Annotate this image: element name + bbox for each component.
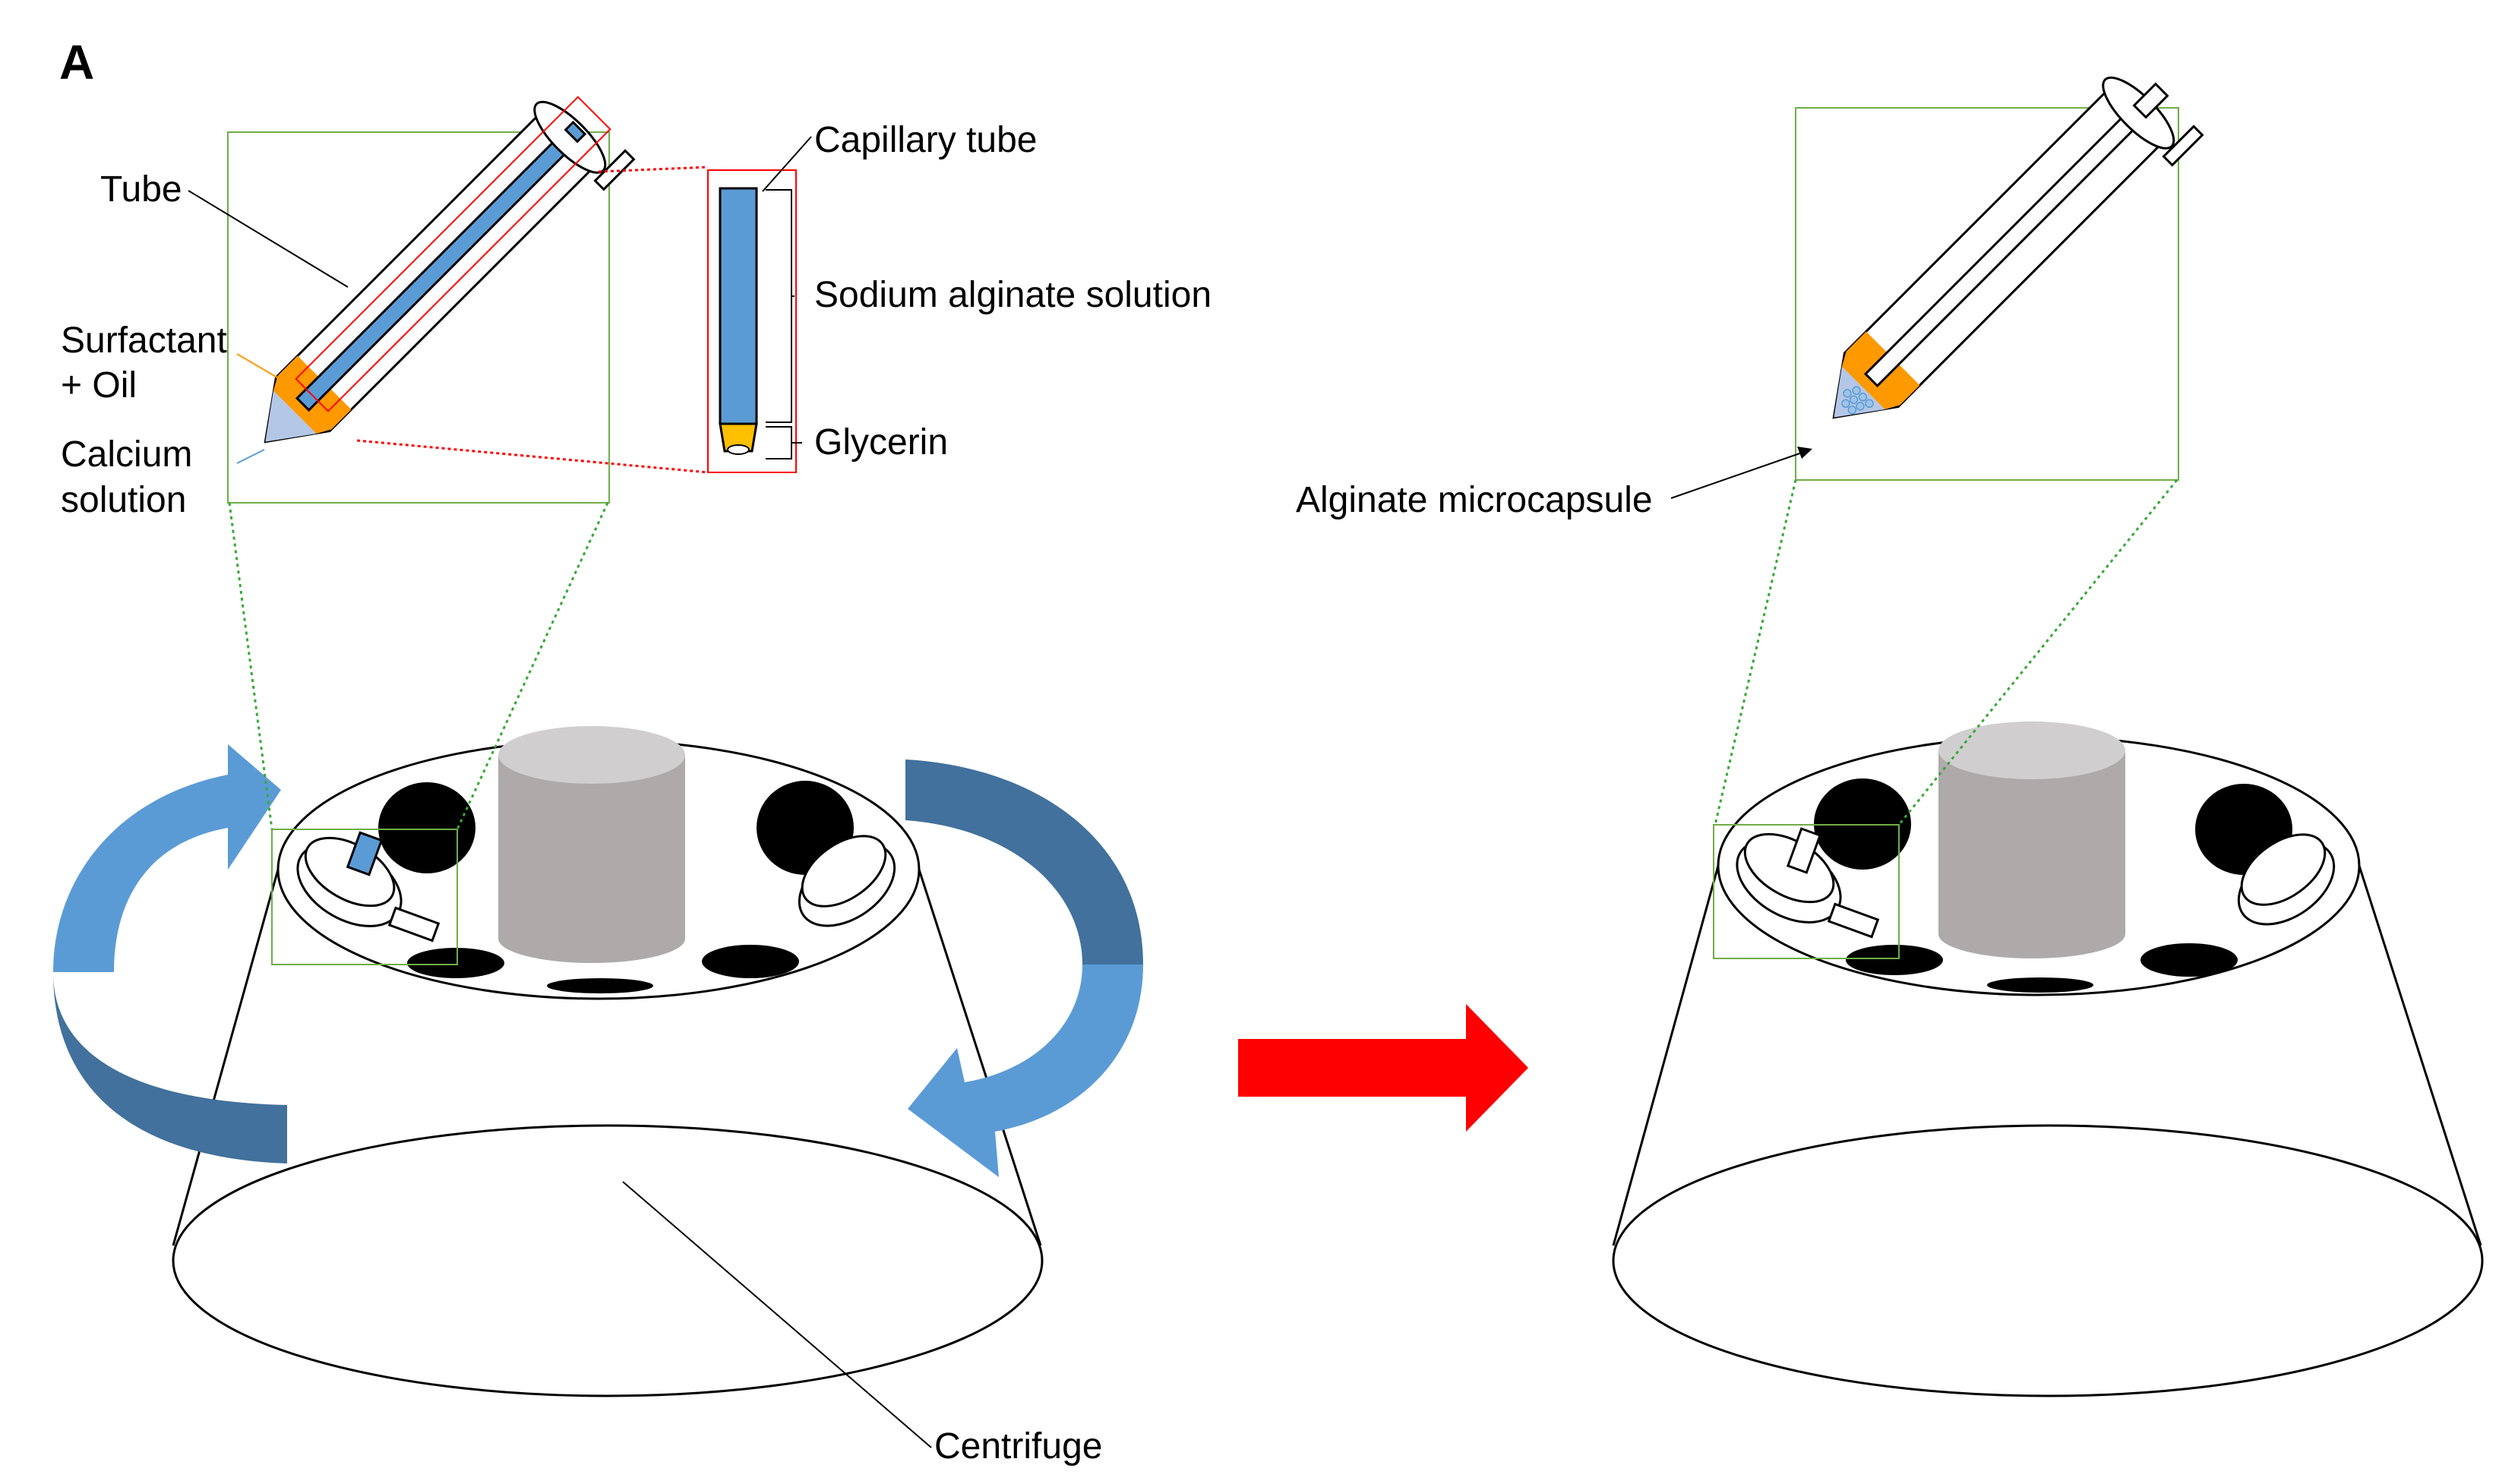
right-inset: Alginate microcapsule (1296, 76, 2204, 826)
right-centrifuge-base (1612, 1124, 2484, 1397)
capillary-detail: Capillary tube Sodium alginate solution … (707, 120, 1212, 473)
right-centrifuge-body (1612, 865, 2482, 1246)
right-rotor-hole (1987, 977, 2093, 993)
right-spindle (1938, 721, 2125, 958)
left-rotor-tube-left (296, 831, 441, 942)
right-rotor-tube-left (1736, 827, 1880, 939)
rotation-arrow-upper-right (905, 759, 1143, 965)
right-rotor-hole (2140, 943, 2238, 977)
label-surfactant: Surfactant (61, 320, 227, 361)
rotation-arrows (53, 744, 1143, 1177)
label-glycerin: Glycerin (814, 422, 948, 463)
microcapsules (1841, 386, 1874, 415)
left-rotor-zoom-box (271, 829, 458, 965)
label-sodium-alginate: Sodium alginate solution (814, 275, 1212, 315)
left-rotor-hole (407, 948, 504, 978)
left-rotor-hole (702, 945, 799, 978)
label-calcium: Calcium (61, 434, 192, 475)
label-solution: solution (61, 480, 186, 520)
label-centrifuge: Centrifuge (934, 1426, 1102, 1467)
bracket-sodium-alginate (766, 189, 792, 423)
label-alginate-microcapsule: Alginate microcapsule (1296, 480, 1653, 520)
label-capillary-tube: Capillary tube (814, 120, 1037, 160)
inset-tube-after (1832, 76, 2204, 419)
left-centrifuge-base (172, 1124, 1044, 1397)
rotation-arrow-lower-right (908, 965, 1143, 1177)
left-centrifuge (172, 726, 1044, 1397)
right-rotor-tube-right (2237, 833, 2336, 926)
left-centrifuge-body (172, 869, 1042, 1246)
panel-label: A (59, 35, 94, 90)
left-spindle (498, 726, 685, 963)
glycerin-tip (719, 422, 758, 453)
left-inset: Tube Surfactant + Oil Calcium solution (61, 96, 709, 830)
label-oil: + Oil (61, 365, 137, 406)
rotation-arrow-lower-left (53, 972, 287, 1164)
left-rotor-hole (547, 978, 653, 993)
left-rotor-hole (378, 782, 475, 873)
label-tube: Tube (100, 169, 182, 210)
left-rotor-tube-right (798, 835, 896, 927)
right-rotor-hole (1846, 945, 1943, 975)
right-rotor-zoom-box (1713, 824, 1900, 959)
rotation-arrow-upper-left (53, 744, 281, 972)
right-centrifuge (1612, 721, 2484, 1397)
process-arrow (1238, 1004, 1528, 1132)
capillary-body (719, 187, 758, 425)
inset-tube (264, 96, 636, 444)
